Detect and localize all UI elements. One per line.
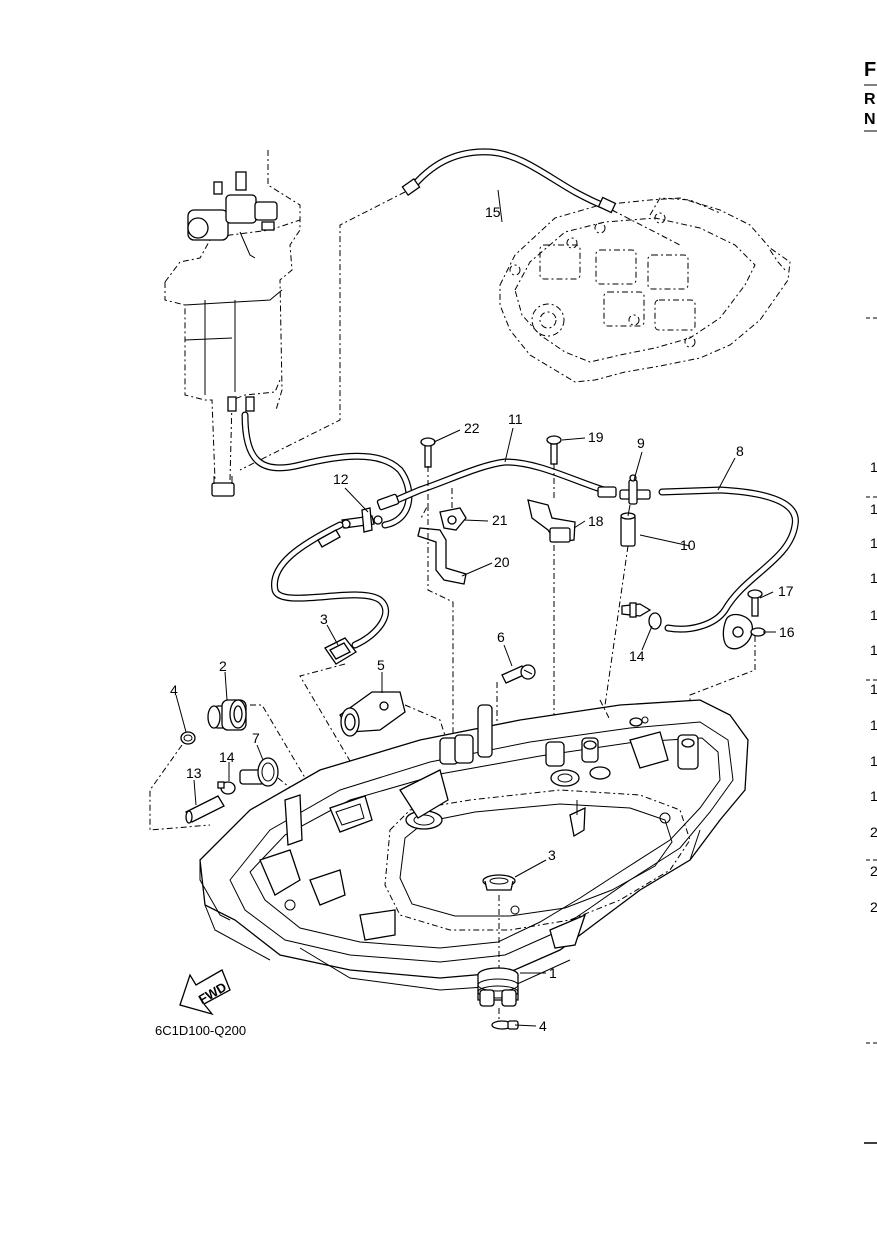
side-row-fragment: 2 <box>870 863 877 879</box>
callout-part-15: 15 <box>485 204 501 220</box>
callout-part-20: 20 <box>494 554 510 570</box>
clamp-21 <box>439 507 467 531</box>
callout-part-7: 7 <box>252 730 260 746</box>
callout-part-4-left: 4 <box>170 682 178 698</box>
hose-11 <box>376 458 617 511</box>
hose-loop <box>270 521 390 649</box>
diagram-code: 6C1D100-Q200 <box>155 1023 246 1038</box>
side-row-fragment: 1 <box>870 459 877 475</box>
callout-part-22: 22 <box>464 420 480 436</box>
clamp-4-lower <box>491 1020 519 1030</box>
screw-6 <box>501 664 536 684</box>
grommet-5 <box>339 691 449 746</box>
side-row-fragment: 1 <box>870 717 877 733</box>
fwd-arrow-icon: FWD <box>179 969 231 1016</box>
callout-part-11: 11 <box>508 411 523 427</box>
bottom-cowling <box>199 699 749 991</box>
grommet-3-upper <box>299 637 376 806</box>
side-row-fragment: 1 <box>870 788 877 804</box>
engine-casting <box>499 197 791 383</box>
side-row-fragment: 2 <box>870 824 877 840</box>
callout-part-4-lower: 4 <box>539 1018 547 1034</box>
side-row-fragment: 1 <box>870 681 877 697</box>
callout-part-19: 19 <box>588 429 604 445</box>
clamp-14-left <box>217 781 236 795</box>
callout-part-12: 12 <box>333 471 349 487</box>
callout-part-16: 16 <box>779 624 795 640</box>
bracket-18 <box>527 499 576 543</box>
drain-fitting-1 <box>477 895 519 1020</box>
side-row-fragment: 1 <box>870 501 877 517</box>
side-table: F R N 1 1 1 1 1 1 1 1 1 1 2 2 2 <box>864 59 877 1144</box>
callout-part-13: 13 <box>186 765 202 781</box>
joint-12 <box>341 507 383 533</box>
callout-part-21: 21 <box>492 512 508 528</box>
side-row-fragment: 2 <box>870 899 877 915</box>
hose-filter-to-joint <box>241 411 413 529</box>
side-row-fragment: 1 <box>870 607 877 623</box>
callout-part-9: 9 <box>637 435 645 451</box>
side-row-fragment: 1 <box>870 642 877 658</box>
part-callouts: 15 11 22 19 9 8 12 21 18 10 20 17 16 14 … <box>170 204 795 1034</box>
fuel-filter-assembly <box>164 150 301 497</box>
side-header-letter: R <box>864 91 876 108</box>
callout-part-2: 2 <box>219 658 227 674</box>
side-header-letter: F <box>864 59 876 81</box>
callout-part-10: 10 <box>680 537 696 553</box>
hose-15 <box>239 148 681 471</box>
side-row-fragment: 1 <box>870 570 877 586</box>
callout-part-17: 17 <box>778 583 794 599</box>
callout-part-5: 5 <box>377 657 385 673</box>
callout-leaders <box>175 189 776 1027</box>
side-row-fragment: 1 <box>870 535 877 551</box>
hose-10 <box>620 504 636 547</box>
grommet-3-lower <box>482 874 516 891</box>
callout-part-14-right: 14 <box>629 648 645 664</box>
bracket-20 <box>417 527 467 585</box>
joint-9 <box>619 474 651 505</box>
callout-part-14-left: 14 <box>219 749 235 765</box>
callout-part-1: 1 <box>549 965 557 981</box>
callout-part-6: 6 <box>497 629 505 645</box>
tube-13 <box>185 795 225 824</box>
clamp-4-left <box>149 731 211 831</box>
callout-part-8: 8 <box>736 443 744 459</box>
callout-part-3-lower: 3 <box>548 847 556 863</box>
side-header-letter: N <box>864 111 876 128</box>
hose-8 <box>658 486 799 633</box>
side-row-fragment: 1 <box>870 753 877 769</box>
callout-part-18: 18 <box>588 513 604 529</box>
callout-part-3-upper: 3 <box>320 611 328 627</box>
